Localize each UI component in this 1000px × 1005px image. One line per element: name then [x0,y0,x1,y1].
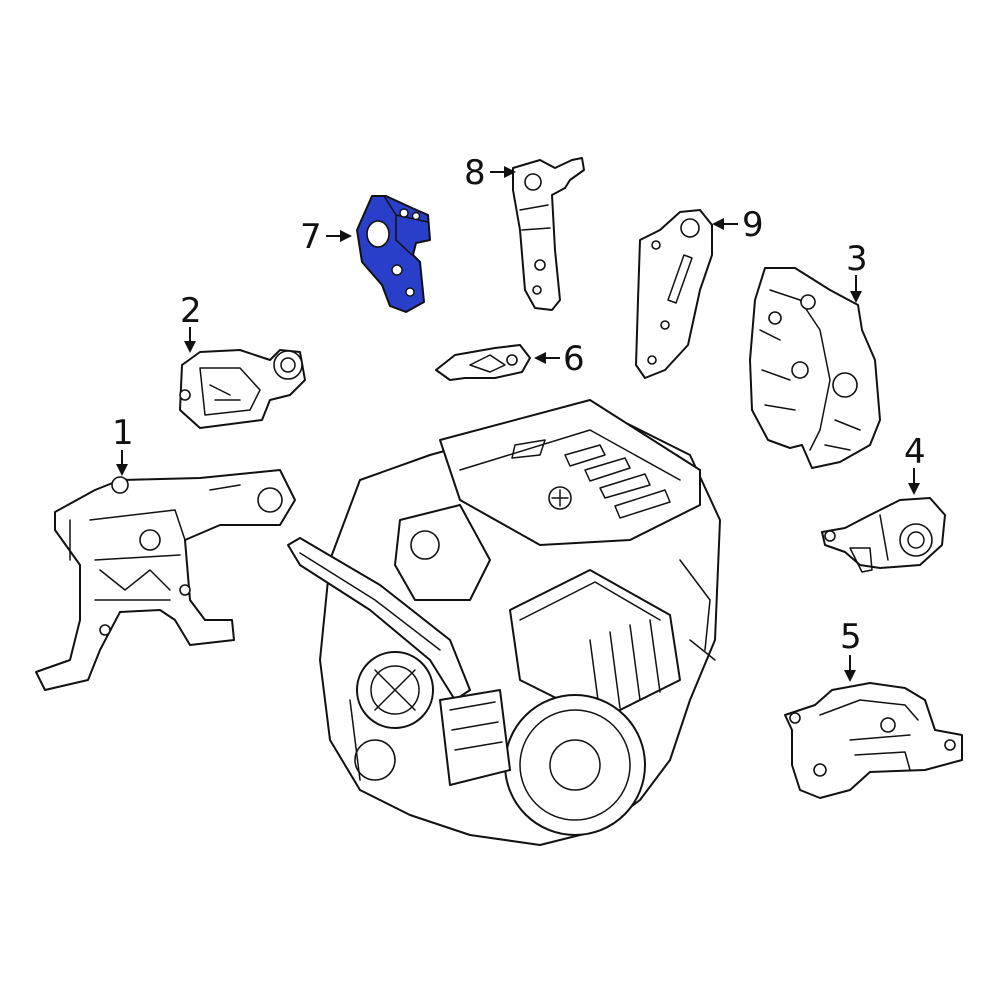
part-8-bracket [512,157,585,311]
part-1-transmission-mount [35,469,296,691]
callout-4: 4 [904,432,926,472]
part-4-mount [821,497,946,573]
callout-5: 5 [840,617,862,657]
callout-labels: 1 2 3 4 5 6 7 8 9 [112,153,926,657]
callout-1: 1 [112,413,134,453]
part-2-torque-mount [179,349,306,429]
callout-arrows [116,166,920,682]
callout-2: 2 [180,291,202,331]
callout-9: 9 [742,205,764,245]
callout-7: 7 [300,217,322,257]
callout-3: 3 [846,239,868,279]
part-5-transmission-mount [784,682,963,799]
callout-6: 6 [563,339,585,379]
part-7-bracket-highlighted [356,195,431,313]
part-9-bracket [635,209,713,379]
engine-assembly [287,399,721,846]
part-6-bracket [435,344,531,381]
callout-8: 8 [464,153,486,193]
part-3-engine-mount [749,267,881,469]
